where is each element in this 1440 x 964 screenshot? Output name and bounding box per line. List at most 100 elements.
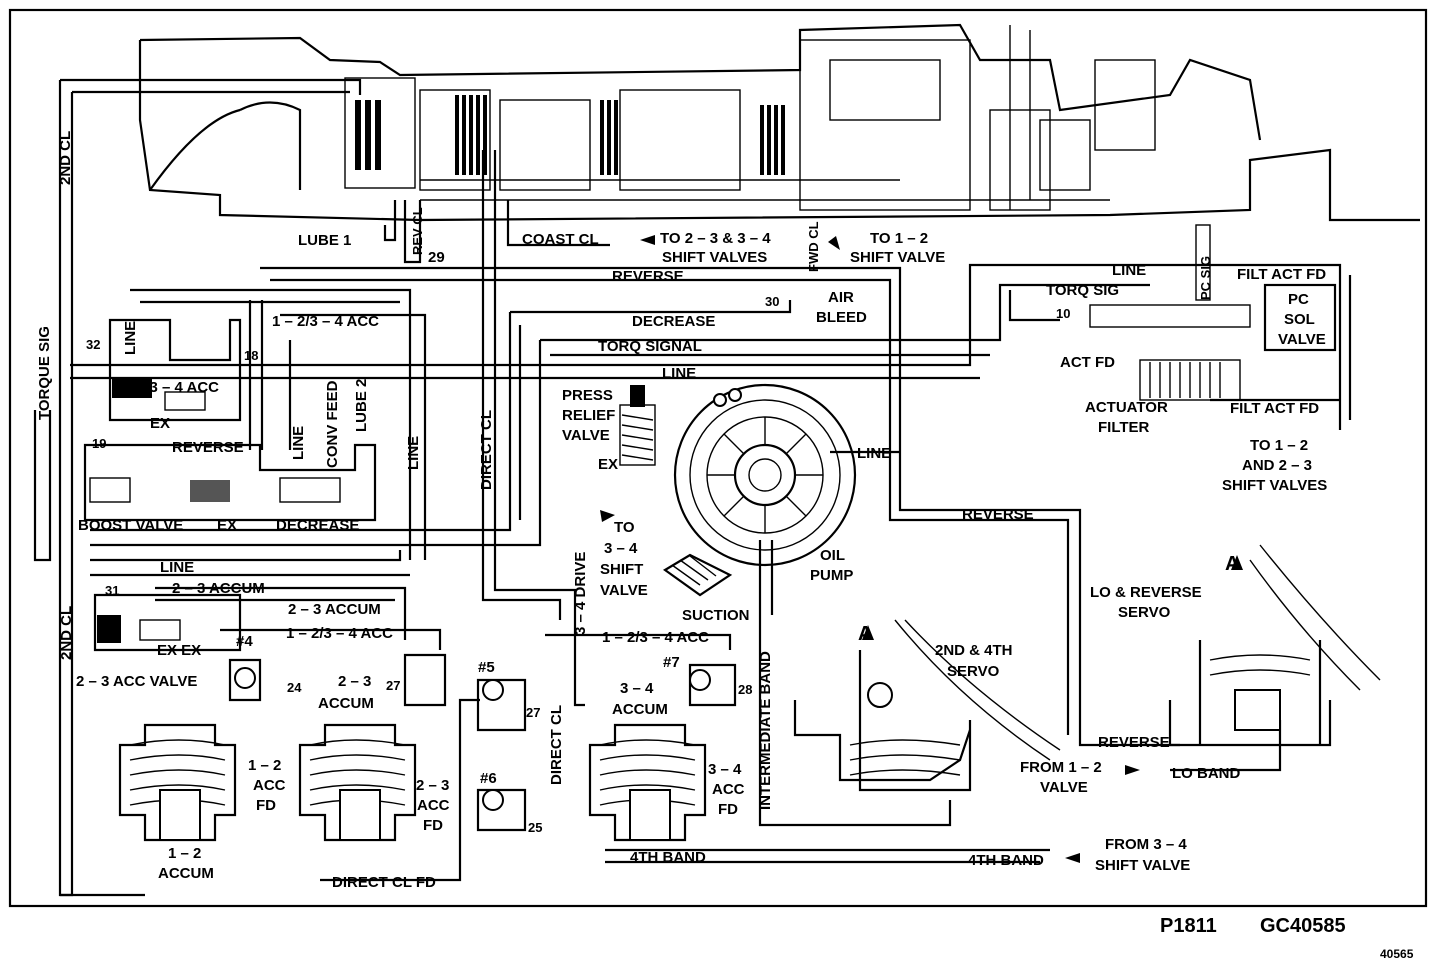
label-shift-valves-b: SHIFT VALVES xyxy=(1222,477,1327,494)
label-direct-cl: DIRECT CL xyxy=(478,410,495,490)
label-32: 32 xyxy=(86,337,100,352)
label-to-23-34: TO 2 – 3 & 3 – 4 xyxy=(660,230,771,247)
footer-codes: P1811 GC40585 40565 xyxy=(1160,915,1414,961)
label-line-mid: LINE xyxy=(662,365,696,382)
label-line-v: LINE xyxy=(122,321,139,355)
label-fwd-cl: FWD CL xyxy=(806,221,821,272)
label-29: 29 xyxy=(428,249,445,266)
label-line-top: LINE xyxy=(1112,262,1146,279)
label-boost-valve: BOOST VALVE xyxy=(78,517,183,534)
label-decrease-low: DECREASE xyxy=(276,517,359,534)
label-acc12-c: FD xyxy=(256,797,276,814)
label-a-mark-1: A xyxy=(858,623,872,645)
label-valve-pc: VALVE xyxy=(1278,331,1326,348)
label-decrease-top: DECREASE xyxy=(632,313,715,330)
label-acc-234: 2/3 – 4 ACC xyxy=(137,379,219,396)
pc-solenoid-assembly xyxy=(1089,224,1337,401)
label-4th-band-r: 4TH BAND xyxy=(968,852,1044,869)
label-2nd-cl-low: 2ND CL xyxy=(58,606,75,660)
label-intermediate-band: INTERMEDIATE BAND xyxy=(757,651,774,810)
label-from-12: FROM 1 – 2 xyxy=(1020,759,1102,776)
label-act-fd: ACT FD xyxy=(1060,354,1115,371)
label-acc23-a: 2 – 3 xyxy=(416,777,449,794)
label-and-23: AND 2 – 3 xyxy=(1242,457,1312,474)
label-31: 31 xyxy=(105,583,119,598)
label-line-v3: LINE xyxy=(405,436,422,470)
accumulators xyxy=(118,653,737,842)
label-bleed: BLEED xyxy=(816,309,867,326)
label-23-acc-valve: 2 – 3 ACC VALVE xyxy=(76,673,197,690)
label-sol: SOL xyxy=(1284,311,1315,328)
label-reverse-low: REVERSE xyxy=(1098,734,1170,751)
label-accum23b: ACCUM xyxy=(318,695,374,712)
label-direct-cl-b: DIRECT CL xyxy=(548,705,565,785)
label-acc34-c: FD xyxy=(718,801,738,818)
label-b6: #6 xyxy=(480,770,497,787)
label-shift-valve-a: SHIFT VALVE xyxy=(850,249,945,266)
label-ex-boost: EX xyxy=(217,517,237,534)
code-p1811: P1811 xyxy=(1160,915,1217,937)
label-acc23-c: FD xyxy=(423,817,443,834)
label-b5: #5 xyxy=(478,659,495,676)
label-b7: #7 xyxy=(663,654,680,671)
label-27a: 27 xyxy=(386,678,400,693)
label-acc12-b: ACC xyxy=(253,777,286,794)
label-drive-34: 3 – 4 DRIVE xyxy=(572,552,589,635)
label-reverse-top: REVERSE xyxy=(612,268,684,285)
label-line-v2: LINE xyxy=(290,426,307,460)
label-to-34: TO xyxy=(614,519,635,536)
label-lo-rev-b: SERVO xyxy=(1118,604,1171,621)
label-28: 28 xyxy=(738,682,752,697)
oil-pump xyxy=(662,383,857,597)
label-shift-valve-c: SHIFT VALVE xyxy=(1095,857,1190,874)
label-accum12: 1 – 2 xyxy=(168,845,201,862)
label-accum-23-b: 2 – 3 ACCUM xyxy=(288,601,381,618)
label-torq-sig-r: TORQ SIG xyxy=(1046,282,1119,299)
label-servo24-a: 2ND & 4TH xyxy=(935,642,1013,659)
label-18: 18 xyxy=(244,348,258,363)
label-acc-1234-c: 1 – 2/3 – 4 ACC xyxy=(602,629,709,646)
label-19: 19 xyxy=(92,436,106,451)
label-ex-relief: EX xyxy=(598,456,618,473)
label-ex-ex: EX EX xyxy=(157,642,201,659)
label-actuator: ACTUATOR xyxy=(1085,399,1168,416)
label-air: AIR xyxy=(828,289,854,306)
label-lube-1: LUBE 1 xyxy=(298,232,351,249)
label-torque-sig: TORQUE SIG xyxy=(36,326,53,420)
flow-arrows xyxy=(600,235,1243,863)
label-filt-act-fd-bot: FILT ACT FD xyxy=(1230,400,1319,417)
label-relief: RELIEF xyxy=(562,407,615,424)
label-accum23: 2 – 3 xyxy=(338,673,371,690)
label-direct-cl-fd: DIRECT CL FD xyxy=(332,874,436,891)
code-gc40585: GC40585 xyxy=(1260,915,1346,937)
label-coast-cl: COAST CL xyxy=(522,231,599,248)
label-b4: #4 xyxy=(236,633,253,650)
label-torq-signal: TORQ SIGNAL xyxy=(598,338,702,355)
label-valve-34: VALVE xyxy=(600,582,648,599)
label-acc34-b: ACC xyxy=(712,781,745,798)
label-to-34-b: 3 – 4 xyxy=(604,540,638,557)
press-relief-valve xyxy=(619,385,656,466)
label-pc-sig: PC SIG xyxy=(1198,256,1213,300)
label-25: 25 xyxy=(528,820,542,835)
labels: LUBE 1 REV CL 29 COAST CL TO 2 – 3 & 3 –… xyxy=(36,131,1327,891)
diagram-border xyxy=(8,8,1428,908)
label-30: 30 xyxy=(765,294,779,309)
label-lo-rev-a: LO & REVERSE xyxy=(1090,584,1202,601)
hydraulic-lines xyxy=(33,78,1352,897)
label-acc-1234: 1 – 2/3 – 4 ACC xyxy=(272,313,379,330)
label-filter: FILTER xyxy=(1098,419,1150,436)
label-line-pump: LINE xyxy=(857,445,891,462)
label-acc-1234-b: 1 – 2/3 – 4 ACC xyxy=(286,625,393,642)
label-press: PRESS xyxy=(562,387,613,404)
label-filt-act-fd-top: FILT ACT FD xyxy=(1237,266,1326,283)
label-acc23-b: ACC xyxy=(417,797,450,814)
label-reverse-mid: REVERSE xyxy=(962,506,1034,523)
label-suction: SUCTION xyxy=(682,607,750,624)
label-pc: PC xyxy=(1288,291,1309,308)
label-valve-from12: VALVE xyxy=(1040,779,1088,796)
label-oil: OIL xyxy=(820,547,845,564)
label-from-34: FROM 3 – 4 xyxy=(1105,836,1187,853)
label-accum34b: ACCUM xyxy=(612,701,668,718)
